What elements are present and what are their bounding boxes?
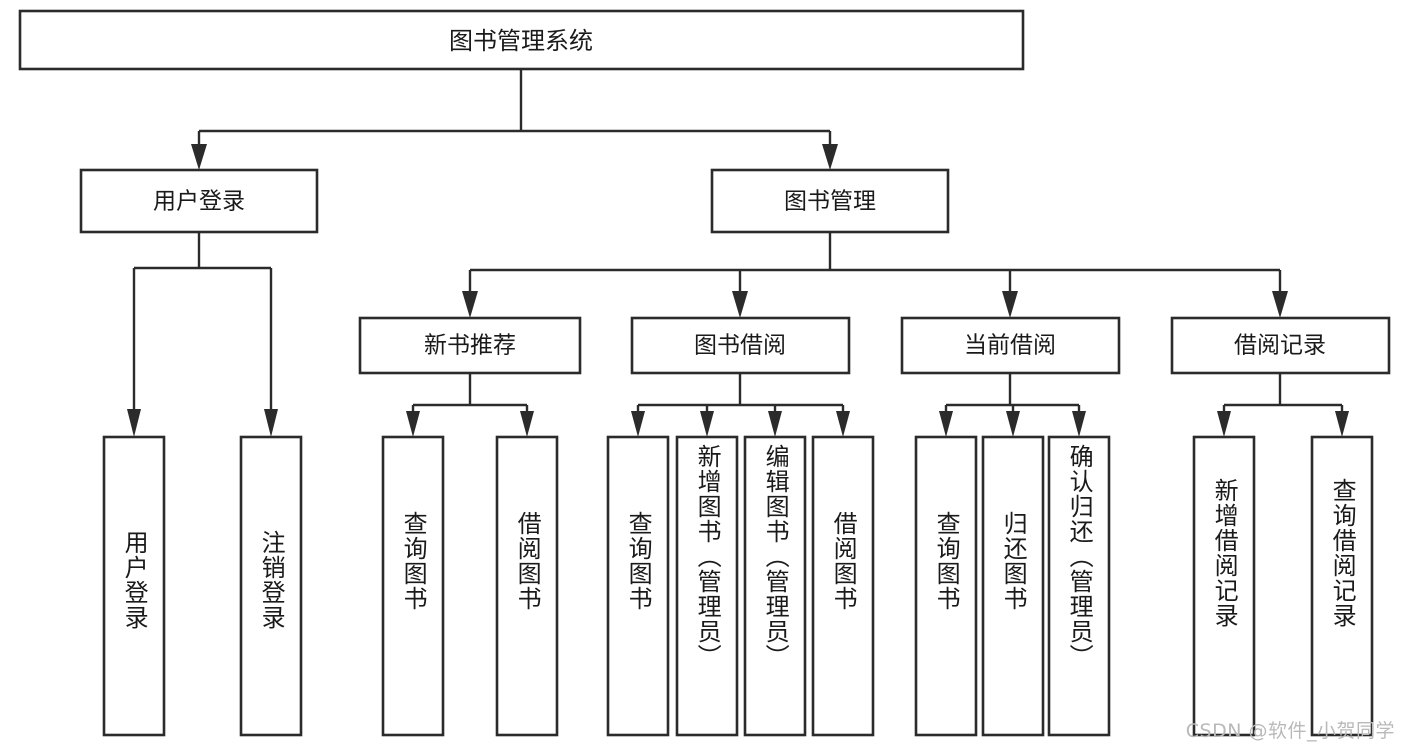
arrowhead-cb-leaf-3 — [1072, 411, 1086, 437]
leaf-box-nbr-2[interactable] — [495, 435, 559, 737]
node-book-borrow-label: 图书借阅 — [694, 333, 786, 359]
node-root-system[interactable]: 图书管理系统 — [18, 9, 1025, 71]
arrowhead-current-borrow — [1002, 291, 1018, 318]
connector-group-root — [191, 69, 838, 170]
node-user-login-box[interactable] — [79, 168, 319, 234]
leaf-box-cb-2[interactable] — [981, 435, 1045, 737]
leaf-box-cb-1[interactable] — [914, 435, 978, 737]
node-current-borrow-label: 当前借阅 — [964, 333, 1056, 359]
node-book-borrow[interactable]: 图书借阅 — [630, 316, 851, 375]
connector-group-user-login — [127, 232, 278, 437]
arrowhead-nbr-leaf-2 — [520, 411, 534, 437]
arrowhead-nbr-leaf-1 — [406, 411, 420, 437]
node-book-manage-box[interactable] — [710, 168, 950, 234]
node-root-system-box[interactable] — [18, 9, 1025, 71]
arrowhead-new-book-recommend — [462, 291, 478, 318]
node-current-borrow-box[interactable] — [900, 316, 1121, 375]
leaf-box-bb-2[interactable] — [675, 435, 739, 737]
arrowhead-cb-leaf-2 — [1006, 411, 1020, 437]
node-book-borrow-box[interactable] — [630, 316, 851, 375]
node-book-manage[interactable]: 图书管理 — [710, 168, 950, 234]
leaf-box-bb-4[interactable] — [811, 435, 875, 737]
arrowhead-leaf-user-login — [127, 409, 141, 437]
node-new-book-recommend-label: 新书推荐 — [424, 333, 516, 359]
arrowhead-bb-leaf-1 — [631, 411, 645, 437]
connector-group-borrow-record — [1217, 373, 1349, 437]
arrowhead-book-borrow — [732, 291, 748, 318]
node-borrow-record[interactable]: 借阅记录 — [1170, 316, 1391, 375]
connector-group-book-borrow — [631, 373, 850, 437]
node-borrow-record-box[interactable] — [1170, 316, 1391, 375]
arrowhead-leaf-logout — [264, 409, 278, 437]
arrowhead-borrow-record — [1272, 291, 1288, 318]
node-borrow-record-label: 借阅记录 — [1234, 333, 1326, 359]
leaf-box-cb-3[interactable] — [1047, 435, 1111, 737]
arrowhead-bb-leaf-2 — [700, 411, 714, 437]
arrowhead-bb-leaf-4 — [836, 411, 850, 437]
watermark-text: CSDN @软件_小贺同学 — [1185, 720, 1395, 742]
connector-group-current-borrow — [939, 373, 1086, 437]
node-user-login-label: 用户登录 — [153, 189, 245, 215]
arrowhead-br-leaf-1 — [1217, 411, 1231, 437]
leaf-box-user-login-1[interactable] — [102, 435, 166, 737]
leaf-box-bb-3[interactable] — [743, 435, 807, 737]
node-user-login[interactable]: 用户登录 — [79, 168, 319, 234]
connector-group-new-book-recommend — [406, 373, 534, 437]
leaf-box-user-login-2[interactable] — [239, 435, 303, 737]
leaf-box-nbr-1[interactable] — [381, 435, 445, 737]
arrowhead-br-leaf-2 — [1335, 411, 1349, 437]
arrowhead-book-manage — [822, 144, 838, 170]
node-new-book-recommend[interactable]: 新书推荐 — [358, 316, 582, 375]
leaf-box-br-1[interactable] — [1192, 435, 1256, 737]
node-book-manage-label: 图书管理 — [784, 189, 876, 215]
node-new-book-recommend-box[interactable] — [358, 316, 582, 375]
arrowhead-cb-leaf-1 — [939, 411, 953, 437]
leaf-box-br-2[interactable] — [1310, 435, 1374, 737]
arrowhead-user-login — [191, 144, 207, 170]
connector-group-book-manage — [462, 232, 1288, 318]
node-current-borrow[interactable]: 当前借阅 — [900, 316, 1121, 375]
node-root-system-label: 图书管理系统 — [449, 27, 593, 55]
arrowhead-bb-leaf-3 — [768, 411, 782, 437]
leaf-box-bb-1[interactable] — [606, 435, 670, 737]
